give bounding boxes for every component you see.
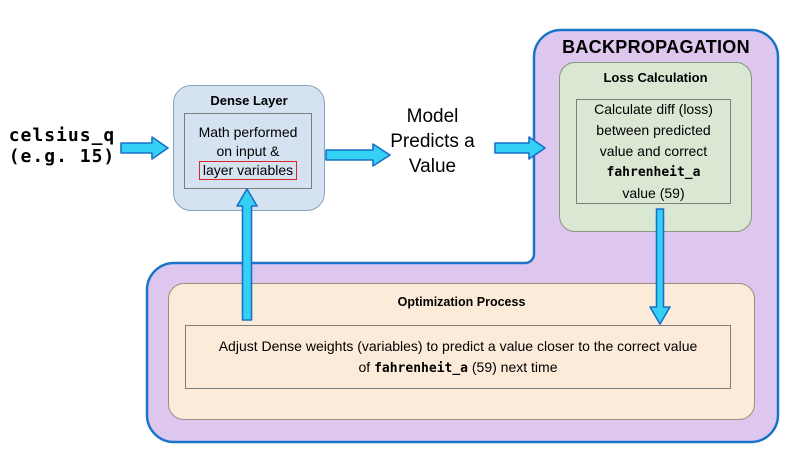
dense-layer-description: Math performed on input & layer variable… <box>184 113 312 189</box>
dense-layer-title: Dense Layer <box>210 93 288 108</box>
arrow-model-to-backprop-icon <box>494 136 546 160</box>
loss-text-line4: value (59) <box>622 185 685 201</box>
optimization-process-title: Optimization Process <box>397 295 526 309</box>
loss-text-line1: Calculate diff (loss) <box>594 101 713 117</box>
model-prediction-line3: Value <box>408 156 457 177</box>
arrow-input-to-dense-icon <box>120 136 169 160</box>
model-prediction-label: Model Predicts a Value <box>375 104 490 179</box>
dense-layer-text-line1: Math performed <box>198 123 298 140</box>
optimization-line2-prefix: of <box>358 358 375 375</box>
backpropagation-title: BACKPROPAGATION <box>562 37 750 57</box>
loss-calculation-description: Calculate diff (loss) between predicted … <box>576 99 731 204</box>
loss-calculation-box: Loss Calculation Calculate diff (loss) b… <box>559 62 752 232</box>
input-variable-example: (e.g. 15) <box>8 146 116 167</box>
optimization-text-line1: Adjust Dense weights (variables) to pred… <box>218 337 698 354</box>
loss-text-line3: value and correct <box>599 143 708 159</box>
optimization-process-description: Adjust Dense weights (variables) to pred… <box>185 325 731 389</box>
model-prediction-line1: Model <box>406 106 459 127</box>
layer-variables-highlight: layer variables <box>198 160 298 180</box>
input-variable-label: celsius_q (e.g. 15) <box>2 125 122 167</box>
fahrenheit-variable-name: fahrenheit_a <box>374 360 468 376</box>
dense-layer-text-line2: on input & <box>216 142 280 159</box>
model-prediction-line2: Predicts a <box>390 131 475 152</box>
optimization-line2-suffix: (59) next time <box>468 358 558 375</box>
optimization-process-box: Optimization Process Adjust Dense weight… <box>168 283 755 420</box>
dense-layer-box: Dense Layer Math performed on input & la… <box>173 85 325 211</box>
optimization-text-line2: of fahrenheit_a (59) next time <box>359 357 558 379</box>
loss-text-line2: between predicted <box>596 122 711 138</box>
input-variable-name: celsius_q <box>8 125 116 146</box>
loss-calculation-title: Loss Calculation <box>603 70 708 85</box>
fahrenheit-variable-name: fahrenheit_a <box>606 165 701 180</box>
dense-layer-text-line3: layer variables <box>198 160 298 180</box>
